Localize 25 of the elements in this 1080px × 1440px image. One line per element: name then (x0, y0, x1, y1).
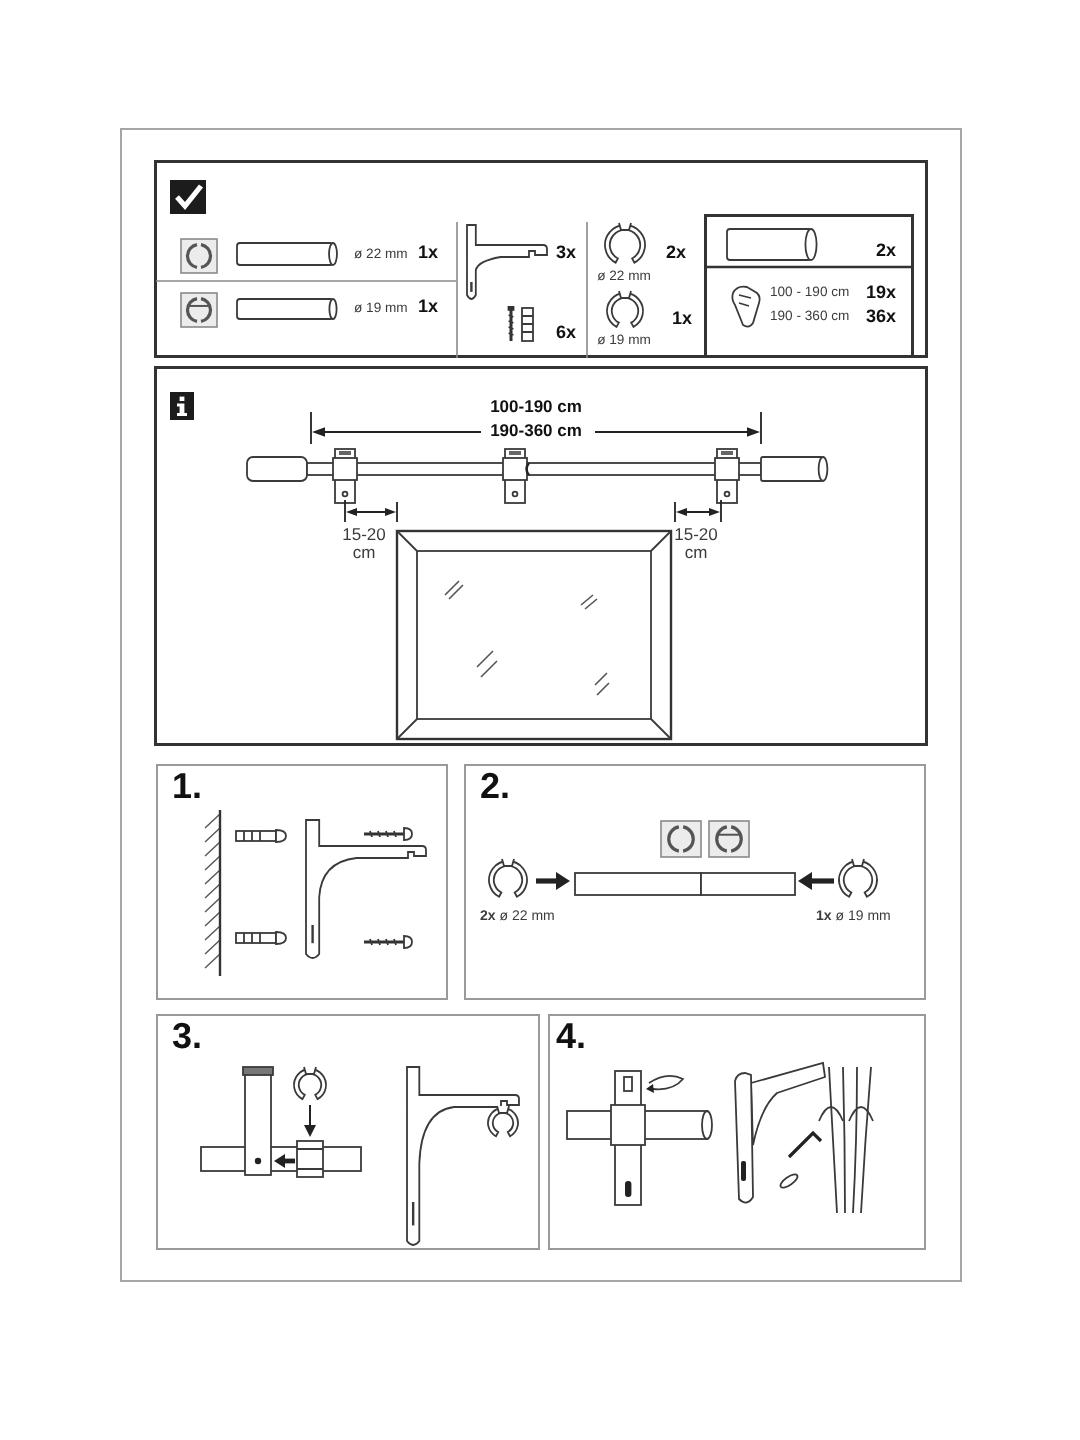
step-number: 3. (172, 1018, 203, 1058)
quantity-label: 6x (556, 324, 577, 344)
quantity-label: 3x (556, 244, 577, 264)
quantity-label: 1x (418, 244, 439, 264)
info-panel (154, 366, 928, 746)
dimension-label: 100-190 cm (490, 398, 582, 417)
dimension-label: 15-20 cm (340, 526, 388, 564)
quantity-label: 36x (866, 308, 897, 328)
step-panel (156, 1014, 540, 1250)
step-number: 1. (172, 768, 203, 808)
step-panel (548, 1014, 926, 1250)
quantity-label: 2x (666, 244, 687, 264)
quantity-label: 1x (672, 310, 693, 330)
step-panel (464, 764, 926, 1000)
parts-panel (154, 160, 928, 358)
quantity-label: 2x (876, 242, 897, 262)
parts-box (704, 214, 914, 358)
step-panel (156, 764, 448, 1000)
dimension-label: 190-360 cm (490, 422, 582, 441)
step-number: 4. (556, 1018, 587, 1058)
quantity-label: 19x (866, 284, 897, 304)
step-number: 2. (480, 768, 511, 808)
sheet-frame (120, 128, 962, 1282)
quantity-label: 1x (418, 298, 439, 318)
dimension-label: 15-20 cm (672, 526, 720, 564)
